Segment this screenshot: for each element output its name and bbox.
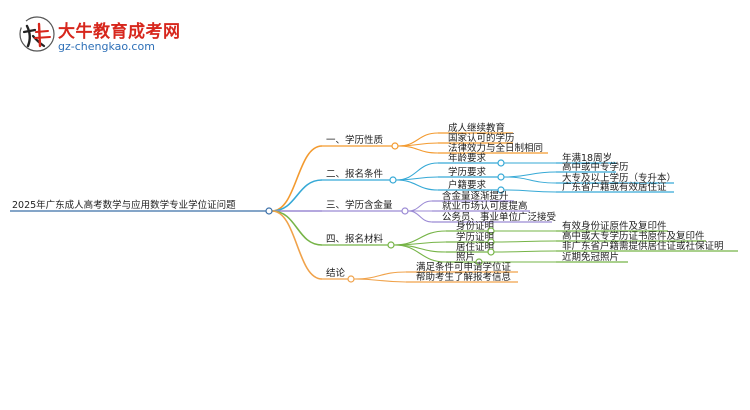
- edge-branch-child: [397, 142, 439, 147]
- branch-connector: [391, 142, 399, 150]
- edge-child-leaf: [503, 171, 557, 178]
- leaf-label: 大专及以上学历（专升本）: [562, 172, 676, 184]
- child-connector: [497, 173, 505, 181]
- branch-connector: [347, 275, 355, 283]
- branch-label: 结论: [326, 267, 346, 279]
- edge-root-branch-2: [271, 179, 323, 212]
- root-connector: [265, 207, 273, 215]
- child-label: 含金量逐渐提升: [442, 190, 509, 202]
- child-label: 成人继续教育: [448, 122, 505, 134]
- edge-branch-child: [353, 278, 407, 283]
- branch-connector: [401, 207, 409, 215]
- edge-root-branch-4: [271, 210, 323, 246]
- mind-map-edges: [10, 132, 738, 283]
- child-connector: [487, 238, 495, 246]
- edge-child-leaf: [503, 176, 557, 184]
- child-label: 公务员、事业单位广泛接受: [442, 211, 556, 223]
- child-connector: [475, 258, 483, 266]
- child-connector: [497, 186, 505, 194]
- child-label: 学历证明: [456, 231, 494, 243]
- brand-name: 大牛教育成考网: [58, 22, 181, 42]
- branch-connector: [387, 241, 395, 249]
- edge-branch-child: [395, 179, 439, 191]
- child-label: 学历要求: [448, 166, 487, 178]
- edge-branch-child: [407, 200, 433, 212]
- branch-label: 三、学历含金量: [326, 199, 393, 211]
- brand-logo[interactable]: 大牛教育成考网 gz-chengkao.com: [18, 12, 318, 58]
- leaf-label: 有效身份证原件及复印件: [562, 220, 667, 232]
- child-label: 帮助考生了解报考信息: [416, 271, 511, 283]
- child-label: 户籍要求: [448, 179, 487, 191]
- edge-root-branch-1: [271, 145, 323, 212]
- child-connector: [487, 248, 495, 256]
- leaf-label: 近期免冠照片: [562, 251, 619, 263]
- edge-child-leaf: [493, 250, 557, 253]
- child-label: 照片: [456, 251, 475, 263]
- child-label: 法律效力与全日制相同: [448, 142, 543, 154]
- edge-branch-child: [393, 241, 447, 246]
- leaf-label: 年满18周岁: [562, 152, 612, 164]
- branch-label: 四、报名材料: [326, 233, 384, 245]
- child-label: 国家认可的学历: [448, 132, 515, 144]
- edge-child-leaf: [503, 189, 557, 193]
- edge-root-branch-5: [271, 210, 323, 280]
- edge-branch-child: [393, 230, 447, 246]
- edge-branch-child: [407, 210, 433, 223]
- branch-label: 一、学历性质: [326, 134, 384, 146]
- leaf-label: 非广东省户籍需提供居住证或社保证明: [562, 240, 724, 252]
- edge-branch-child: [397, 145, 439, 154]
- edge-branch-child: [353, 271, 407, 280]
- child-label: 就业市场认可度提高: [442, 200, 528, 212]
- branch-label: 二、报名条件: [326, 168, 384, 180]
- leaf-label: 高中或中专学历: [562, 161, 629, 173]
- child-label: 年龄要求: [448, 152, 487, 164]
- leaf-label: 广东省户籍或有效居住证: [562, 181, 667, 193]
- edge-child-leaf: [493, 240, 557, 243]
- brand-mark-icon: [19, 16, 55, 52]
- child-label: 满足条件可申请学位证: [416, 261, 512, 273]
- edge-branch-child: [395, 176, 439, 181]
- child-label: 居住证明: [456, 241, 494, 253]
- edge-branch-child: [393, 244, 447, 263]
- child-label: 身份证明: [456, 220, 494, 232]
- child-connector: [497, 159, 505, 167]
- child-connector: [487, 227, 495, 235]
- mind-map-nodes: 2025年广东成人高考数学与应用数学专业学位证问题 一、学历性质 成人继续教育国家认…: [12, 122, 724, 283]
- root-topic: 2025年广东成人高考数学与应用数学专业学位证问题: [12, 199, 236, 211]
- branch-connector: [389, 176, 397, 184]
- brand-url: gz-chengkao.com: [58, 40, 155, 53]
- leaf-label: 高中或大专学历证书原件及复印件: [562, 230, 705, 242]
